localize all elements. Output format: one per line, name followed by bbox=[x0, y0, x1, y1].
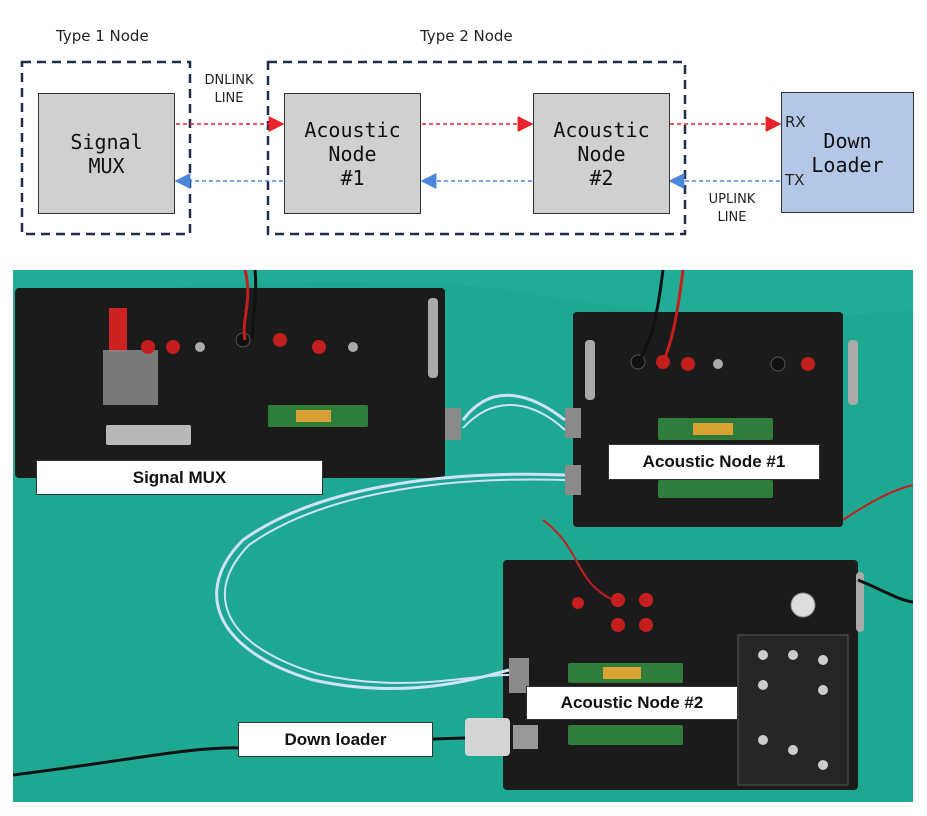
down-loader-node: Down Loader bbox=[781, 92, 914, 213]
acoustic-node-1: Acoustic Node #1 bbox=[284, 93, 421, 214]
acoustic-node-2: Acoustic Node #2 bbox=[533, 93, 670, 214]
type1-group-title: Type 1 Node bbox=[56, 27, 149, 45]
signal-mux-callout: Signal MUX bbox=[36, 460, 323, 495]
signal-mux-node: Signal MUX bbox=[38, 93, 175, 214]
type2-group-title: Type 2 Node bbox=[420, 27, 513, 45]
down-loader-connector bbox=[465, 718, 510, 756]
rx-port-label: RX bbox=[785, 113, 806, 131]
type2-group-border bbox=[266, 60, 687, 236]
acoustic-node-2-callout: Acoustic Node #2 bbox=[526, 686, 738, 720]
signal-mux-device bbox=[15, 288, 445, 478]
uplink-line-label: UPLINK LINE bbox=[708, 192, 756, 225]
test-setup-photo: Signal MUX Acoustic Node #1 Acoustic Nod… bbox=[13, 270, 913, 802]
dnlink-line-label: DNLINK LINE bbox=[204, 73, 254, 106]
type1-group-border bbox=[20, 60, 192, 236]
diagram-connectors bbox=[20, 60, 782, 236]
acoustic-node-1-callout: Acoustic Node #1 bbox=[608, 444, 820, 480]
test-setup-illustration bbox=[13, 270, 913, 802]
tx-port-label: TX bbox=[785, 171, 805, 189]
down-loader-callout: Down loader bbox=[238, 722, 433, 757]
